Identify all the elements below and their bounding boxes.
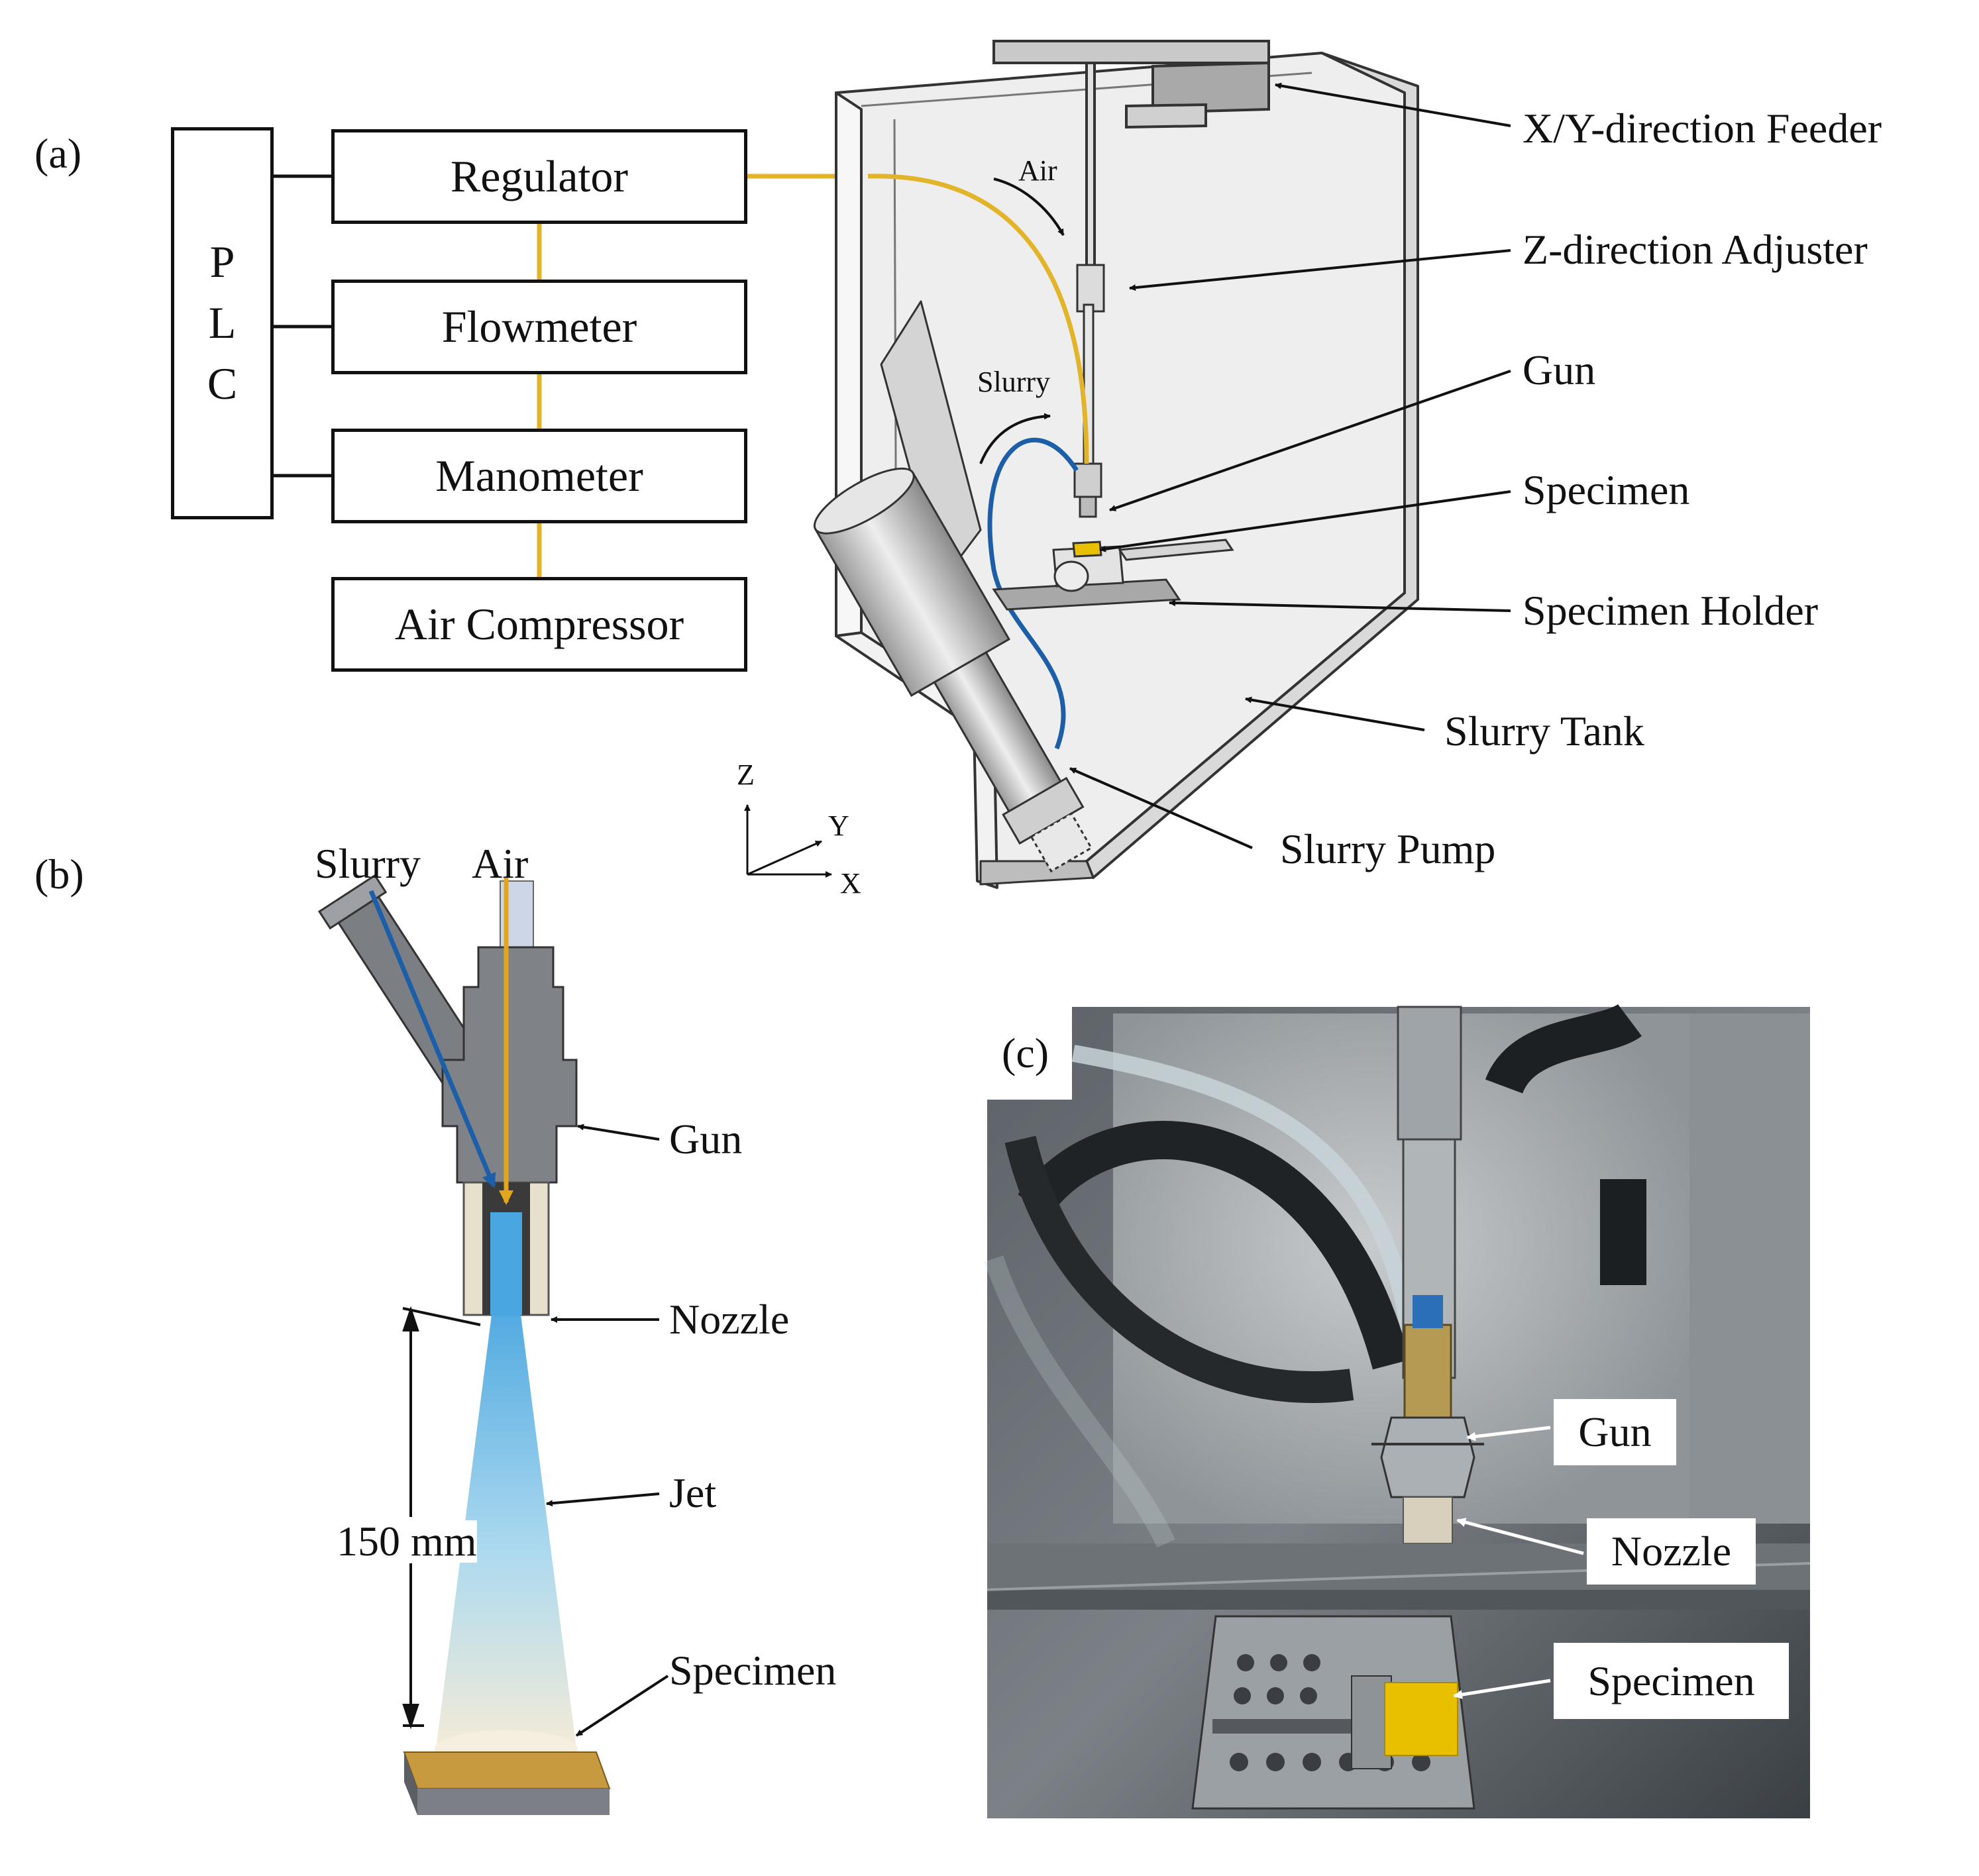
plc-letter-p: P: [209, 236, 235, 287]
callout-b-specimen: Specimen: [669, 1647, 837, 1694]
slurry-flow-arrow: [979, 413, 1051, 464]
slurry-hose: [987, 437, 1079, 750]
specimen-holder-drawing: [992, 539, 1234, 611]
callout-slurry-tank: Slurry Tank: [1444, 707, 1644, 755]
plc-connectors: [274, 174, 331, 478]
gun-air-input-label: Air: [472, 840, 529, 887]
photo-callout-arrows: [1453, 1426, 1584, 1700]
axis-x-label: X: [840, 867, 861, 900]
panel-label-c: (c): [1002, 1029, 1049, 1076]
panel-label-a: (a): [34, 130, 82, 177]
axes-triad: [744, 804, 832, 878]
callout-xy-feeder: X/Y-direction Feeder: [1523, 105, 1882, 152]
flowmeter-box: Flowmeter: [331, 280, 747, 374]
air-compressor-box: Air Compressor: [331, 577, 747, 672]
photo-callout-gun: Gun: [1554, 1399, 1676, 1465]
callout-specimen-holder: Specimen Holder: [1523, 587, 1819, 634]
manometer-box: Manometer: [331, 429, 747, 523]
gun-slurry-input-label: Slurry: [315, 840, 421, 887]
photo-callout-nozzle: Nozzle: [1587, 1518, 1756, 1585]
air-flow-arrow: [993, 178, 1065, 236]
callout-z-adjuster: Z-direction Adjuster: [1523, 226, 1868, 273]
callout-b-gun: Gun: [669, 1116, 743, 1163]
standoff-distance-label: 150 mm: [337, 1518, 477, 1565]
callout-b-jet: Jet: [669, 1469, 717, 1516]
gun-cross-section: [317, 874, 611, 1815]
callout-specimen: Specimen: [1523, 466, 1690, 513]
xy-feeder: [992, 40, 1270, 270]
gun-callout-arrows: [546, 1123, 669, 1737]
callout-slurry-pump: Slurry Pump: [1280, 825, 1496, 872]
tank-callout-arrows: [1069, 82, 1511, 849]
plc-box: P L C: [171, 127, 274, 519]
panel-label-b: (b): [34, 851, 84, 898]
z-adjuster: [1073, 264, 1105, 518]
axis-z-label: Z: [737, 758, 755, 791]
plc-letter-c: C: [207, 358, 238, 409]
regulator-box: Regulator: [331, 129, 747, 224]
photo-callout-specimen: Specimen: [1554, 1643, 1789, 1719]
slurry-pump-drawing: [813, 467, 1093, 873]
axis-y-label: Y: [828, 809, 849, 842]
callout-gun: Gun: [1523, 346, 1596, 393]
air-supply-lines: [537, 174, 836, 577]
standoff-dimension: [402, 1306, 481, 1730]
air-flow-label: Air: [1018, 154, 1057, 187]
slurry-flow-label: Slurry: [977, 366, 1050, 398]
air-hose: [867, 174, 1089, 464]
callout-b-nozzle: Nozzle: [669, 1296, 790, 1343]
plc-letter-l: L: [208, 297, 237, 348]
